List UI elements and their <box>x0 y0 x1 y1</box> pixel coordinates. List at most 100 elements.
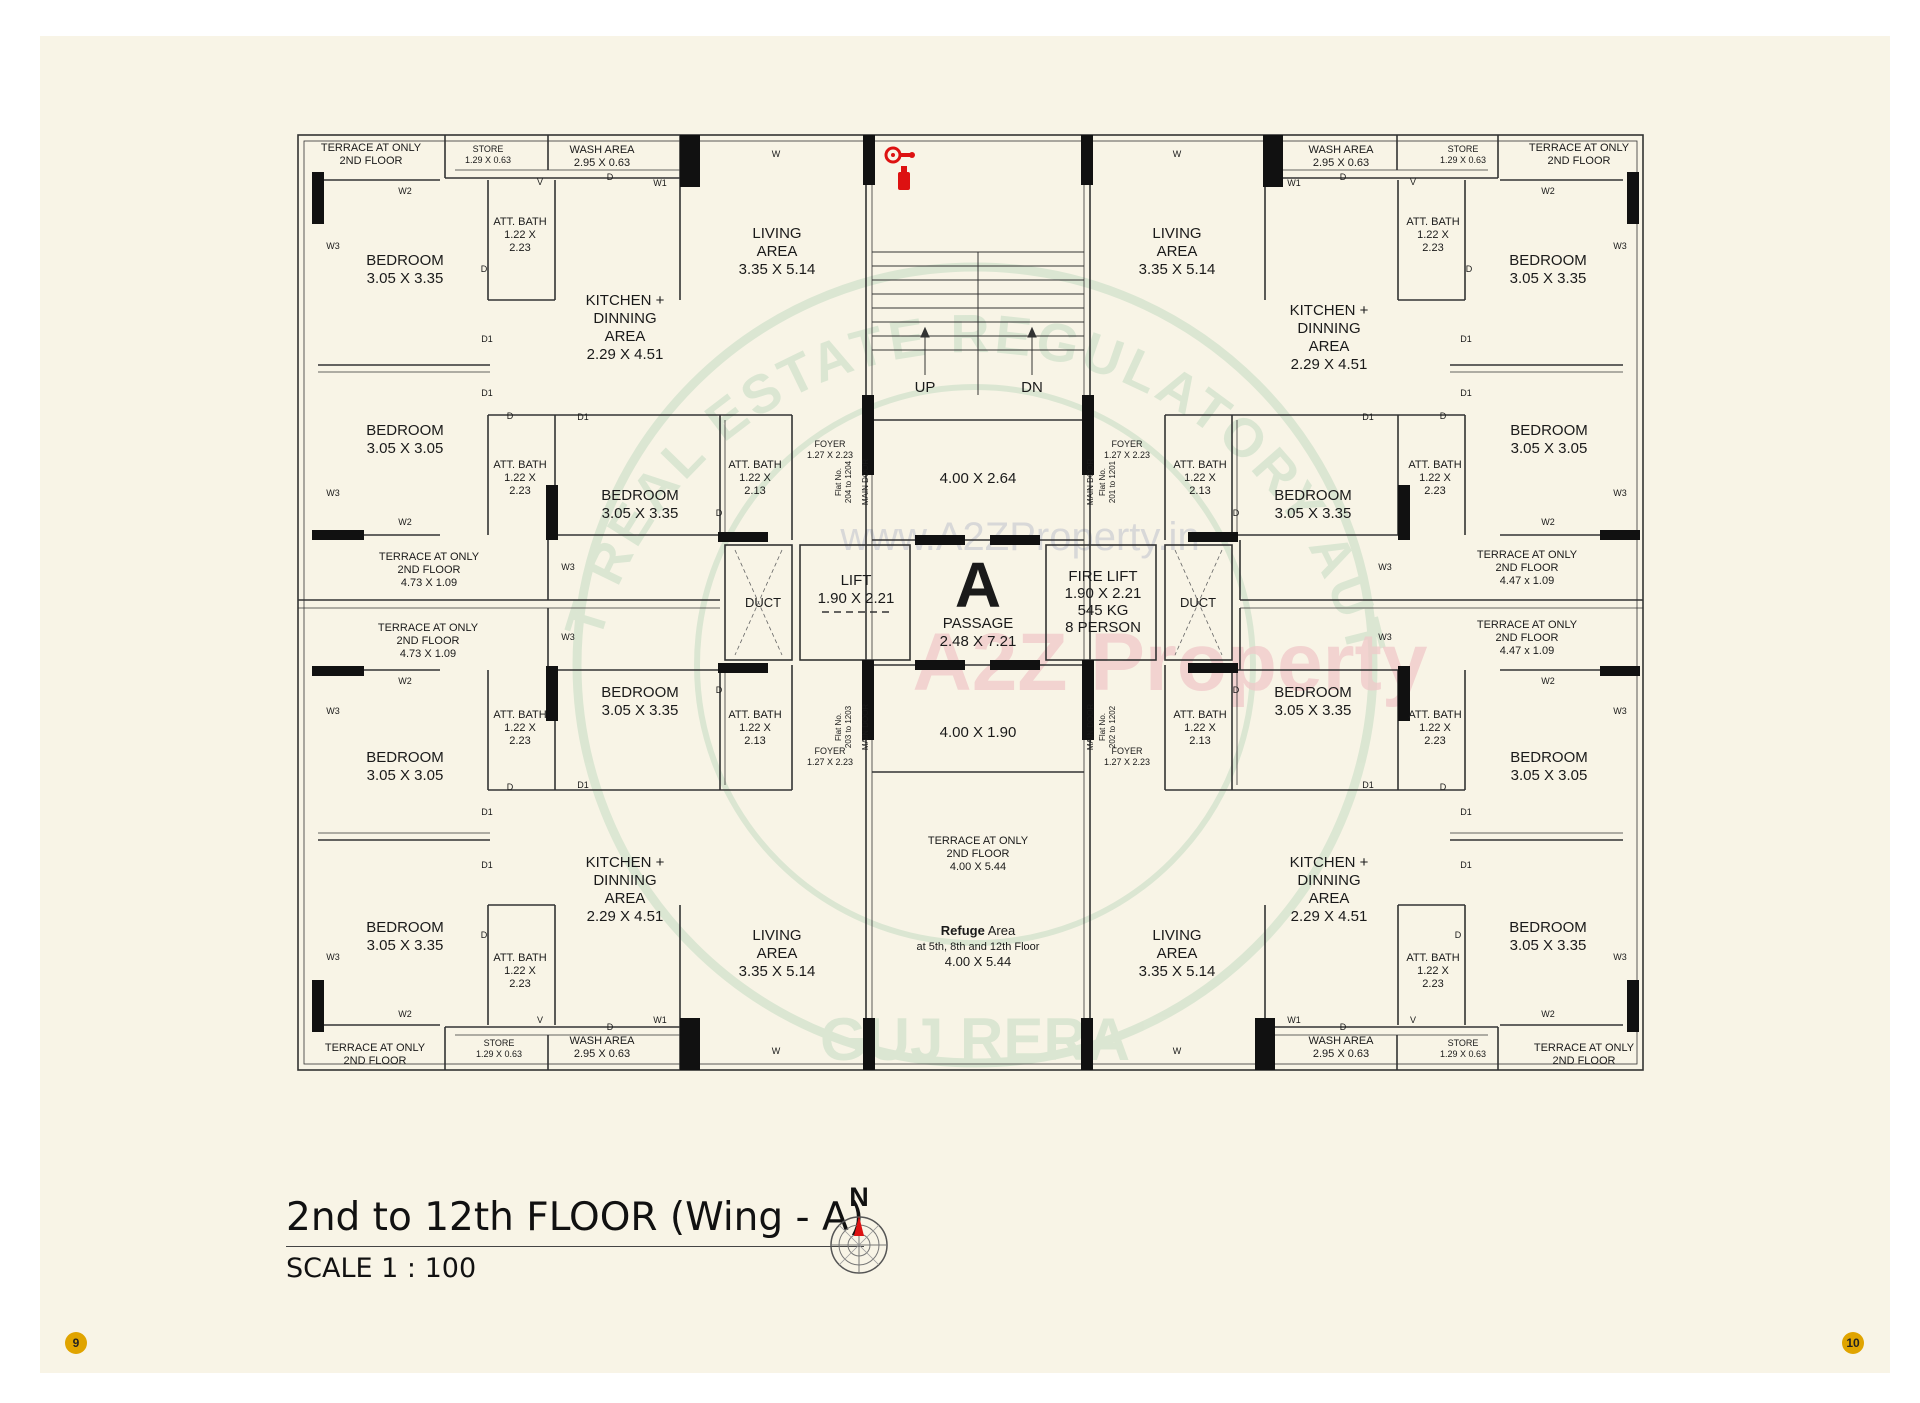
svg-text:2ND FLOOR: 2ND FLOOR <box>1553 1055 1616 1067</box>
svg-text:BEDROOM: BEDROOM <box>366 749 444 766</box>
svg-text:2.23: 2.23 <box>509 242 530 254</box>
refuge-dim: 4.00 X 5.44 <box>945 954 1012 969</box>
foyer-ll-dim: 1.27 X 2.23 <box>807 757 853 767</box>
svg-text:WASH AREA: WASH AREA <box>570 144 636 156</box>
svg-text:D1: D1 <box>481 807 493 817</box>
flat-no-ur: Flat No. 201 to 1201 <box>1098 460 1117 503</box>
svg-text:TERRACE AT ONLY: TERRACE AT ONLY <box>1477 549 1578 561</box>
svg-text:D: D <box>1233 685 1240 695</box>
svg-text:D1: D1 <box>481 860 493 870</box>
svg-text:KITCHEN +: KITCHEN + <box>586 292 665 309</box>
svg-text:V: V <box>1410 1015 1416 1025</box>
svg-text:W3: W3 <box>1613 706 1627 716</box>
svg-text:W3: W3 <box>1613 488 1627 498</box>
svg-text:WASH AREA: WASH AREA <box>570 1035 636 1047</box>
svg-text:AREA: AREA <box>1157 945 1198 962</box>
svg-text:W2: W2 <box>1541 1009 1555 1019</box>
svg-text:DINNING: DINNING <box>1297 872 1360 889</box>
unit-lower-left: TERRACE AT ONLY 2ND FLOOR 4.73 X 1.09 BE… <box>325 622 815 1067</box>
svg-text:D: D <box>1440 782 1447 792</box>
svg-text:2.29 X 4.51: 2.29 X 4.51 <box>587 908 664 925</box>
center-terrace-dim: 4.00 X 5.44 <box>950 861 1006 873</box>
svg-text:W3: W3 <box>326 706 340 716</box>
svg-text:1.22 X: 1.22 X <box>504 229 536 241</box>
svg-text:201 to 1201: 201 to 1201 <box>1108 460 1117 503</box>
svg-text:2.13: 2.13 <box>744 735 765 747</box>
wall-blocks <box>312 135 1640 1070</box>
svg-text:Flat No.: Flat No. <box>834 713 843 741</box>
lift-label: LIFT <box>841 572 872 589</box>
svg-text:1.29 X 0.63: 1.29 X 0.63 <box>1440 155 1486 165</box>
passage-label: PASSAGE <box>943 615 1014 632</box>
svg-text:TERRACE AT ONLY: TERRACE AT ONLY <box>1477 619 1578 631</box>
unit-upper-left: TERRACE AT ONLY 2ND FLOOR STORE 1.29 X 0… <box>321 142 815 589</box>
flat-no-ul: Flat No. 204 to 1204 <box>834 460 853 503</box>
svg-text:3.05 X 3.35: 3.05 X 3.35 <box>1275 505 1352 522</box>
svg-text:ATT. BATH: ATT. BATH <box>1408 709 1461 721</box>
svg-text:2.95 X 0.63: 2.95 X 0.63 <box>574 157 630 169</box>
svg-text:MAIN DOOR: MAIN DOOR <box>861 704 870 750</box>
svg-text:D1: D1 <box>481 388 493 398</box>
svg-text:D1: D1 <box>1460 807 1472 817</box>
floor-title: 2nd to 12th FLOOR (Wing - A) <box>286 1195 864 1247</box>
wing-letter: A <box>955 549 1001 621</box>
svg-text:4.73 X 1.09: 4.73 X 1.09 <box>400 648 456 660</box>
svg-text:TERRACE AT ONLY: TERRACE AT ONLY <box>379 551 480 563</box>
svg-text:Flat No.: Flat No. <box>1098 468 1107 496</box>
svg-text:W3: W3 <box>326 952 340 962</box>
svg-text:D1: D1 <box>1362 412 1374 422</box>
svg-text:2.95 X 0.63: 2.95 X 0.63 <box>1313 157 1369 169</box>
svg-text:2.23: 2.23 <box>1424 735 1445 747</box>
svg-text:2ND FLOOR: 2ND FLOOR <box>340 155 403 167</box>
svg-text:D1: D1 <box>1460 388 1472 398</box>
svg-text:ATT. BATH: ATT. BATH <box>1173 459 1226 471</box>
svg-text:D1: D1 <box>1362 780 1374 790</box>
svg-text:1.22 X: 1.22 X <box>739 472 771 484</box>
main-door-ll: MAIN DOOR <box>861 704 870 750</box>
svg-text:1.22 X: 1.22 X <box>1417 229 1449 241</box>
svg-text:3.05 X 3.35: 3.05 X 3.35 <box>602 505 679 522</box>
svg-text:2.95 X 0.63: 2.95 X 0.63 <box>574 1048 630 1060</box>
svg-text:D: D <box>716 685 723 695</box>
svg-text:1.22 X: 1.22 X <box>1417 965 1449 977</box>
svg-text:MAIN DOOR: MAIN DOOR <box>861 459 870 505</box>
svg-text:1.29 X 0.63: 1.29 X 0.63 <box>1440 1049 1486 1059</box>
svg-text:203 to 1203: 203 to 1203 <box>844 705 853 748</box>
svg-text:2ND FLOOR: 2ND FLOOR <box>1496 562 1559 574</box>
svg-text:3.35 X 5.14: 3.35 X 5.14 <box>739 963 816 980</box>
svg-text:V: V <box>537 1015 543 1025</box>
svg-text:MAIN DOOR: MAIN DOOR <box>1086 459 1095 505</box>
svg-text:2ND FLOOR: 2ND FLOOR <box>397 635 460 647</box>
svg-text:2ND FLOOR: 2ND FLOOR <box>1548 155 1611 167</box>
svg-text:3.05 X 3.05: 3.05 X 3.05 <box>367 767 444 784</box>
svg-text:ATT. BATH: ATT. BATH <box>1408 459 1461 471</box>
lobby-top-dim: 4.00 X 2.64 <box>940 470 1017 487</box>
svg-text:AREA: AREA <box>757 243 798 260</box>
svg-text:D1: D1 <box>577 412 589 422</box>
svg-text:2.23: 2.23 <box>509 485 530 497</box>
foyer-ll-label: FOYER <box>814 746 846 756</box>
svg-text:1.22 X: 1.22 X <box>1184 722 1216 734</box>
svg-text:WASH AREA: WASH AREA <box>1309 1035 1375 1047</box>
refuge-title: Refuge Area <box>941 923 1016 938</box>
svg-text:2.29 X 4.51: 2.29 X 4.51 <box>1291 908 1368 925</box>
svg-text:KITCHEN +: KITCHEN + <box>1290 854 1369 871</box>
svg-text:1.22 X: 1.22 X <box>1419 472 1451 484</box>
svg-text:BEDROOM: BEDROOM <box>1274 487 1352 504</box>
svg-text:TERRACE AT ONLY: TERRACE AT ONLY <box>321 142 422 154</box>
svg-text:202 to 1202: 202 to 1202 <box>1108 705 1117 748</box>
svg-text:4.73 X 1.09: 4.73 X 1.09 <box>401 577 457 589</box>
svg-text:V: V <box>1410 177 1416 187</box>
svg-text:1.22 X: 1.22 X <box>504 472 536 484</box>
svg-text:AREA: AREA <box>757 945 798 962</box>
svg-text:W2: W2 <box>398 186 412 196</box>
svg-text:2.13: 2.13 <box>1189 485 1210 497</box>
svg-text:BEDROOM: BEDROOM <box>1509 252 1587 269</box>
title-block: 2nd to 12th FLOOR (Wing - A) SCALE 1 : 1… <box>286 1195 864 1284</box>
lobby-bottom-dim: 4.00 X 1.90 <box>940 724 1017 741</box>
foyer-ur-label: FOYER <box>1111 439 1143 449</box>
svg-text:W3: W3 <box>1613 241 1627 251</box>
svg-text:W1: W1 <box>1287 178 1301 188</box>
stair-up-label: UP <box>915 379 936 396</box>
svg-text:3.05 X 3.35: 3.05 X 3.35 <box>367 270 444 287</box>
